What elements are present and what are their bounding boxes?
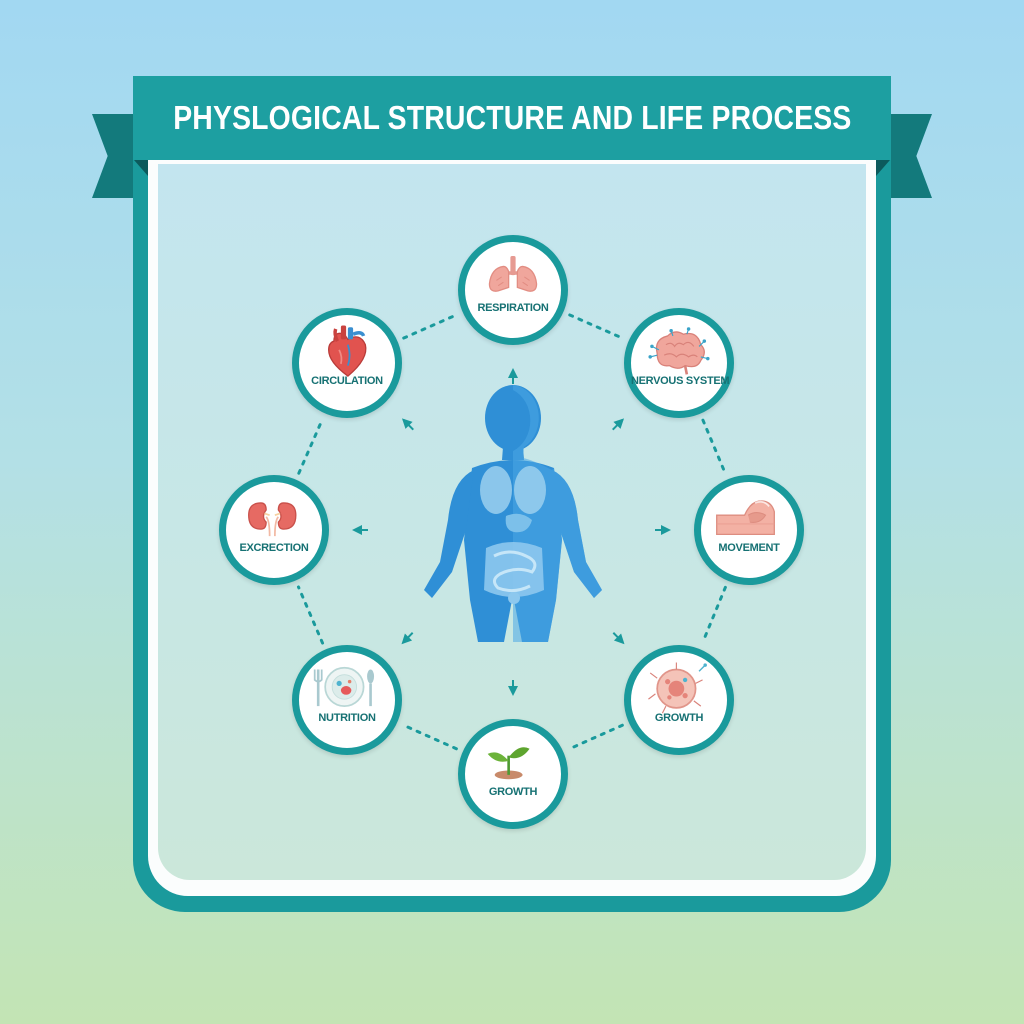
cycle-ring bbox=[296, 313, 727, 751]
node-respiration: RESPIRATION bbox=[458, 235, 568, 345]
node-label: EXCRECTION bbox=[239, 542, 309, 554]
node-label: RESPIRATION bbox=[477, 302, 549, 314]
cycle-connector bbox=[701, 418, 727, 475]
kidneys-icon bbox=[248, 502, 297, 537]
direction-arrow bbox=[508, 368, 518, 384]
plate-cutlery-icon bbox=[313, 666, 375, 707]
cell-icon bbox=[648, 662, 707, 714]
cycle-connector bbox=[297, 418, 324, 475]
direction-arrow bbox=[612, 418, 625, 431]
node-excretion: EXCRECTION bbox=[219, 475, 329, 585]
cycle-connector bbox=[701, 585, 727, 645]
node-label: CIRCULATION bbox=[311, 375, 383, 387]
node-movement: MOVEMENT bbox=[694, 475, 804, 585]
sprout-icon bbox=[487, 747, 530, 780]
cycle-connector bbox=[568, 313, 624, 340]
node-nervous-system: NERVOUS SYSTEM bbox=[624, 308, 734, 418]
node-growth-plant: GROWTH bbox=[458, 719, 568, 829]
human-body-icon bbox=[424, 385, 602, 642]
direction-arrow bbox=[352, 525, 368, 535]
cycle-connector bbox=[568, 723, 624, 751]
node-nutrition: NUTRITION bbox=[292, 645, 402, 755]
node-label: GROWTH bbox=[488, 786, 538, 798]
node-label: GROWTH bbox=[654, 712, 704, 724]
brain-icon bbox=[648, 327, 710, 375]
heart-icon bbox=[328, 325, 367, 377]
lungs-icon bbox=[488, 255, 538, 292]
title-banner: PHYSLOGICAL STRUCTURE AND LIFE PROCESS bbox=[133, 76, 891, 160]
cycle-connector bbox=[402, 313, 458, 340]
node-label: NERVOUS SYSTEM bbox=[631, 375, 730, 387]
node-circulation: CIRCULATION bbox=[292, 308, 402, 418]
direction-arrow bbox=[508, 680, 518, 696]
node-label: MOVEMENT bbox=[718, 542, 780, 554]
node-growth-cell: GROWTH bbox=[624, 645, 734, 755]
direction-arrow bbox=[655, 525, 671, 535]
direction-arrow bbox=[401, 632, 414, 645]
page-title: PHYSLOGICAL STRUCTURE AND LIFE PROCESS bbox=[172, 99, 852, 136]
direction-arrow bbox=[612, 632, 625, 645]
cycle-connector bbox=[296, 585, 325, 645]
cycle-connector bbox=[402, 723, 458, 751]
node-label: NUTRITION bbox=[318, 712, 376, 724]
muscle-arm-icon bbox=[716, 500, 775, 536]
center-arrows bbox=[352, 368, 671, 696]
direction-arrow bbox=[401, 418, 414, 431]
